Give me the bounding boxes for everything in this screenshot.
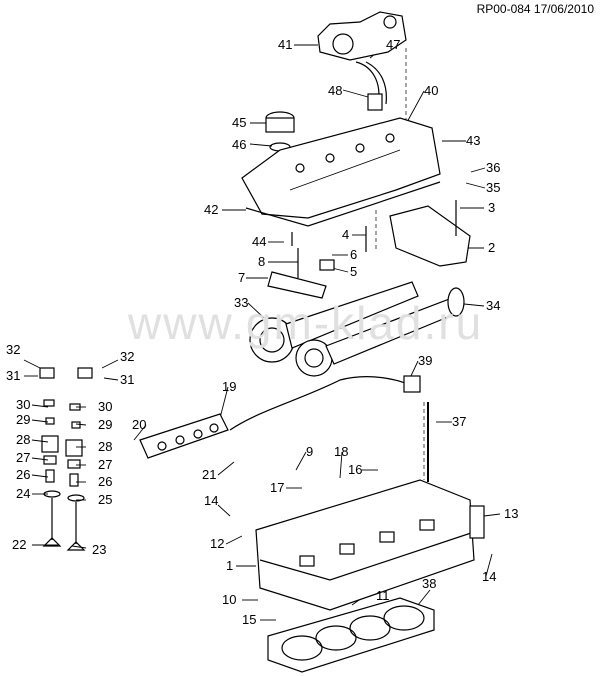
- callout-11: 11: [376, 588, 390, 603]
- callout-29-left: 29: [16, 412, 31, 427]
- callout-42: 42: [204, 202, 219, 217]
- filler-cap: [265, 111, 295, 152]
- callout-17: 17: [270, 480, 285, 495]
- valve-train-left: [39, 367, 62, 547]
- callout-47: 47: [386, 37, 401, 52]
- callout-32-right: 32: [120, 349, 135, 364]
- callout-14-bottom: 14: [482, 569, 497, 584]
- callout-36: 36: [486, 160, 501, 175]
- callout-22: 22: [12, 537, 27, 552]
- callout-16: 16: [348, 462, 363, 477]
- callout-35: 35: [486, 180, 501, 195]
- callout-28-left: 28: [16, 432, 31, 447]
- callout-26-right: 26: [98, 474, 113, 489]
- camshafts: [249, 281, 465, 377]
- callout-27-left: 27: [16, 450, 31, 465]
- callout-19: 19: [222, 379, 237, 394]
- callout-33: 33: [234, 295, 249, 310]
- head-gasket: [267, 597, 435, 673]
- callout-18: 18: [334, 444, 349, 459]
- cam-cover: [241, 117, 441, 227]
- callout-25: 25: [98, 492, 113, 507]
- alignment-lines: [375, 48, 471, 545]
- callout-8: 8: [258, 254, 266, 269]
- callout-38: 38: [422, 576, 437, 591]
- callout-44: 44: [252, 234, 267, 249]
- callout-46: 46: [232, 137, 247, 152]
- callout-27-right: 27: [98, 457, 113, 472]
- callout-13: 13: [504, 506, 519, 521]
- callout-37: 37: [452, 414, 467, 429]
- cylinder-head: [255, 402, 485, 611]
- watermark: www.gm-klad.ru: [128, 297, 484, 349]
- callout-48: 48: [328, 83, 343, 98]
- callout-5: 5: [350, 264, 358, 279]
- callout-43: 43: [466, 133, 481, 148]
- callout-23: 23: [92, 542, 107, 557]
- callout-1: 1: [226, 558, 234, 573]
- callout-32-left: 32: [6, 342, 21, 357]
- callout-9: 9: [306, 444, 314, 459]
- bearing-caps: [267, 248, 335, 299]
- callout-40: 40: [424, 83, 439, 98]
- callout-3: 3: [488, 200, 496, 215]
- callout-39: 39: [418, 353, 433, 368]
- callout-41: 41: [278, 37, 293, 52]
- callout-30-right: 30: [98, 399, 113, 414]
- callout-28-right: 28: [98, 439, 113, 454]
- oil-separator: [317, 11, 407, 111]
- callout-30-left: 30: [16, 397, 31, 412]
- injector-harness: [229, 375, 421, 431]
- callout-31-right: 31: [120, 372, 135, 387]
- callout-45: 45: [232, 115, 247, 130]
- callout-14-top: 14: [204, 493, 219, 508]
- callout-21: 21: [202, 467, 217, 482]
- valve-train-right: [65, 367, 93, 551]
- callout-6: 6: [350, 247, 358, 262]
- callout-34: 34: [486, 298, 501, 313]
- callout-20: 20: [132, 417, 147, 432]
- callout-24: 24: [16, 486, 31, 501]
- callout-10: 10: [222, 592, 237, 607]
- diagram-code: RP00-084 17/06/2010: [476, 2, 594, 16]
- callout-26-left: 26: [16, 467, 31, 482]
- cam-carrier: [291, 200, 471, 267]
- callout-7: 7: [238, 270, 246, 285]
- callout-2: 2: [488, 240, 496, 255]
- callout-4: 4: [342, 227, 350, 242]
- callout-29-right: 29: [98, 417, 113, 432]
- callout-31-left: 31: [6, 368, 21, 383]
- fuel-rail: [139, 413, 229, 459]
- callout-12: 12: [210, 536, 225, 551]
- callout-15: 15: [242, 612, 257, 627]
